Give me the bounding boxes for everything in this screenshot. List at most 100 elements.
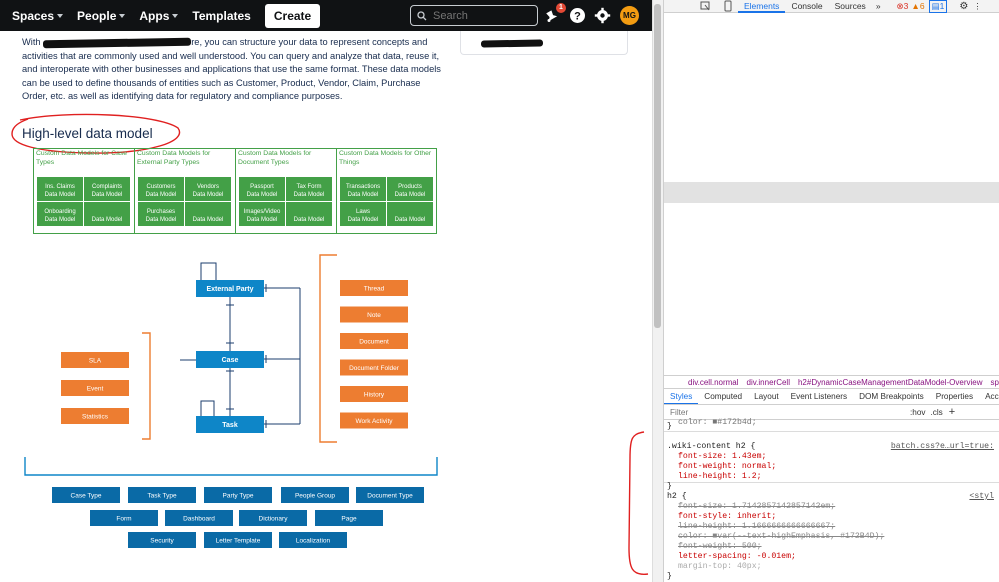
breadcrumb-item[interactable]: div.cell.normal — [688, 377, 739, 387]
model-cell-text: Purchases — [146, 209, 176, 215]
entity-box — [196, 280, 264, 297]
notification-badge: 1 — [556, 3, 566, 13]
model-cell-text: Data Model — [44, 216, 76, 223]
rule2-source-link[interactable]: <styl — [969, 492, 994, 501]
bottom-item-label: Case Type — [71, 492, 102, 499]
model-cell-text: Tax Form — [296, 184, 322, 190]
styles-subtab[interactable]: DOM Breakpoints — [859, 391, 924, 401]
styles-subtab[interactable]: Computed — [704, 391, 743, 401]
error-count-icon[interactable]: ⊗3 — [896, 0, 909, 11]
create-button[interactable]: Create — [264, 3, 321, 28]
styles-subtab[interactable]: Properties — [935, 391, 974, 401]
nav-spaces[interactable]: Spaces — [12, 8, 64, 23]
css-property[interactable]: font-weight: normal; — [678, 462, 777, 471]
nav-people[interactable]: People — [77, 9, 126, 23]
right-item — [340, 412, 408, 429]
notifications-icon[interactable] — [543, 7, 560, 24]
styles-subtab[interactable]: Event Listeners — [790, 391, 848, 401]
breadcrumb-item[interactable]: h2#DynamicCaseManagementDataModel-Overvi… — [797, 377, 983, 387]
styles-subtab[interactable]: Accessibility — [985, 391, 999, 401]
bottom-item — [165, 510, 233, 526]
model-cell-text: Customers — [146, 184, 176, 190]
styles-subtab[interactable]: Styles — [664, 389, 699, 404]
bottom-item — [52, 487, 120, 503]
css-property[interactable]: line-height: 1.2; — [678, 472, 762, 481]
device-toggle-icon[interactable] — [722, 0, 738, 12]
redaction-mark — [480, 39, 544, 48]
bottom-item — [315, 510, 383, 526]
nav-templates[interactable]: Templates — [192, 9, 250, 23]
model-cell-text: Data Model — [347, 216, 379, 223]
search-box[interactable] — [410, 5, 538, 26]
model-cell-text: Laws — [355, 209, 370, 215]
scrollbar-thumb[interactable] — [654, 4, 661, 328]
model-cell: Data Model — [84, 202, 130, 226]
search-input[interactable] — [433, 9, 523, 22]
paragraph-start-text: With — [22, 37, 41, 47]
model-cell: Data Model — [387, 202, 433, 226]
bottom-item — [239, 510, 307, 526]
model-cell-text: Data Model — [91, 216, 123, 223]
tab-elements[interactable]: Elements — [738, 0, 786, 13]
tab-sources[interactable]: Sources — [834, 0, 866, 11]
warning-count-icon[interactable]: ▲6 — [911, 1, 925, 11]
css-property[interactable]: font-size: 1.43em; — [678, 452, 767, 461]
dom-tree[interactable]: <div data-test-appearance="full-width"cl… — [664, 13, 999, 375]
bottom-item-label: Task Type — [147, 492, 177, 499]
self-loop — [200, 262, 217, 280]
model-group-title: Custom Data Models for Other Things — [339, 150, 432, 166]
selected-dom-node[interactable] — [664, 182, 999, 203]
intro-paragraph: With re, you can structure your data to … — [22, 36, 446, 104]
more-tabs-icon[interactable]: » — [875, 1, 881, 11]
css-property[interactable]: line-height: 1.1666666666666667; — [678, 522, 836, 531]
model-cell-text: Products — [398, 184, 422, 190]
breadcrumb-item[interactable]: div.innerCell — [746, 377, 790, 387]
css-property[interactable]: font-weight: 500; — [678, 542, 762, 551]
cls-toggle[interactable]: .cls — [930, 407, 943, 417]
model-cell-text: Vendors — [196, 184, 220, 190]
rule1-source-link[interactable]: batch.css?e…url=true: — [890, 442, 994, 451]
hov-toggle[interactable]: :hov — [910, 407, 926, 417]
breadcrumb-item[interactable]: span — [990, 377, 999, 387]
css-property[interactable]: letter-spacing: -0.01em; — [678, 552, 796, 561]
help-icon[interactable]: ? — [569, 7, 586, 24]
nav-apps-label: Apps — [139, 8, 170, 23]
devtools-panel: Elements Console Sources » ⊗3 ▲6 ▤1 ⚙ ⋮ … — [663, 0, 999, 582]
bottom-item-label: Localization — [296, 537, 331, 544]
entity-box-label: Task — [222, 422, 238, 429]
more-options-icon[interactable]: ⋮ — [973, 0, 982, 11]
bottom-item — [279, 532, 347, 548]
tab-console[interactable]: Console — [791, 0, 823, 11]
info-count-icon[interactable]: ▤1 — [928, 0, 948, 13]
css-property[interactable]: font-size: 1.7142857142857142em; — [678, 502, 836, 511]
inspect-icon[interactable] — [698, 0, 722, 12]
bottom-item — [356, 487, 424, 503]
css-property[interactable]: color: ■var(--text-highEmphasis, #172B4D… — [678, 532, 885, 541]
css-property[interactable]: font-style: inherit; — [678, 512, 777, 521]
styles-subtab[interactable]: Layout — [754, 391, 779, 401]
devtools-tab-bar: Elements Console Sources » ⊗3 ▲6 ▤1 ⚙ ⋮ — [664, 0, 999, 13]
nav-apps[interactable]: Apps — [139, 8, 179, 23]
model-cell-text: Data Model — [91, 191, 123, 198]
settings-gear-icon[interactable]: ⚙ — [959, 0, 969, 12]
user-avatar[interactable]: MG — [620, 6, 639, 25]
nav-spaces-label: Spaces — [12, 8, 55, 23]
model-cell-text: Ins. Claims — [45, 184, 75, 190]
filter-input[interactable]: Filter — [670, 407, 689, 417]
settings-gear-icon[interactable] — [594, 7, 611, 24]
add-rule-icon[interactable]: + — [948, 406, 956, 418]
right-item-label: Work Activity — [355, 418, 393, 425]
css-property[interactable]: margin-top: 40px; — [678, 562, 762, 571]
rule-close-brace: } — [667, 572, 672, 581]
styles-filter-bar: Filter :hov .cls + — [664, 405, 999, 420]
